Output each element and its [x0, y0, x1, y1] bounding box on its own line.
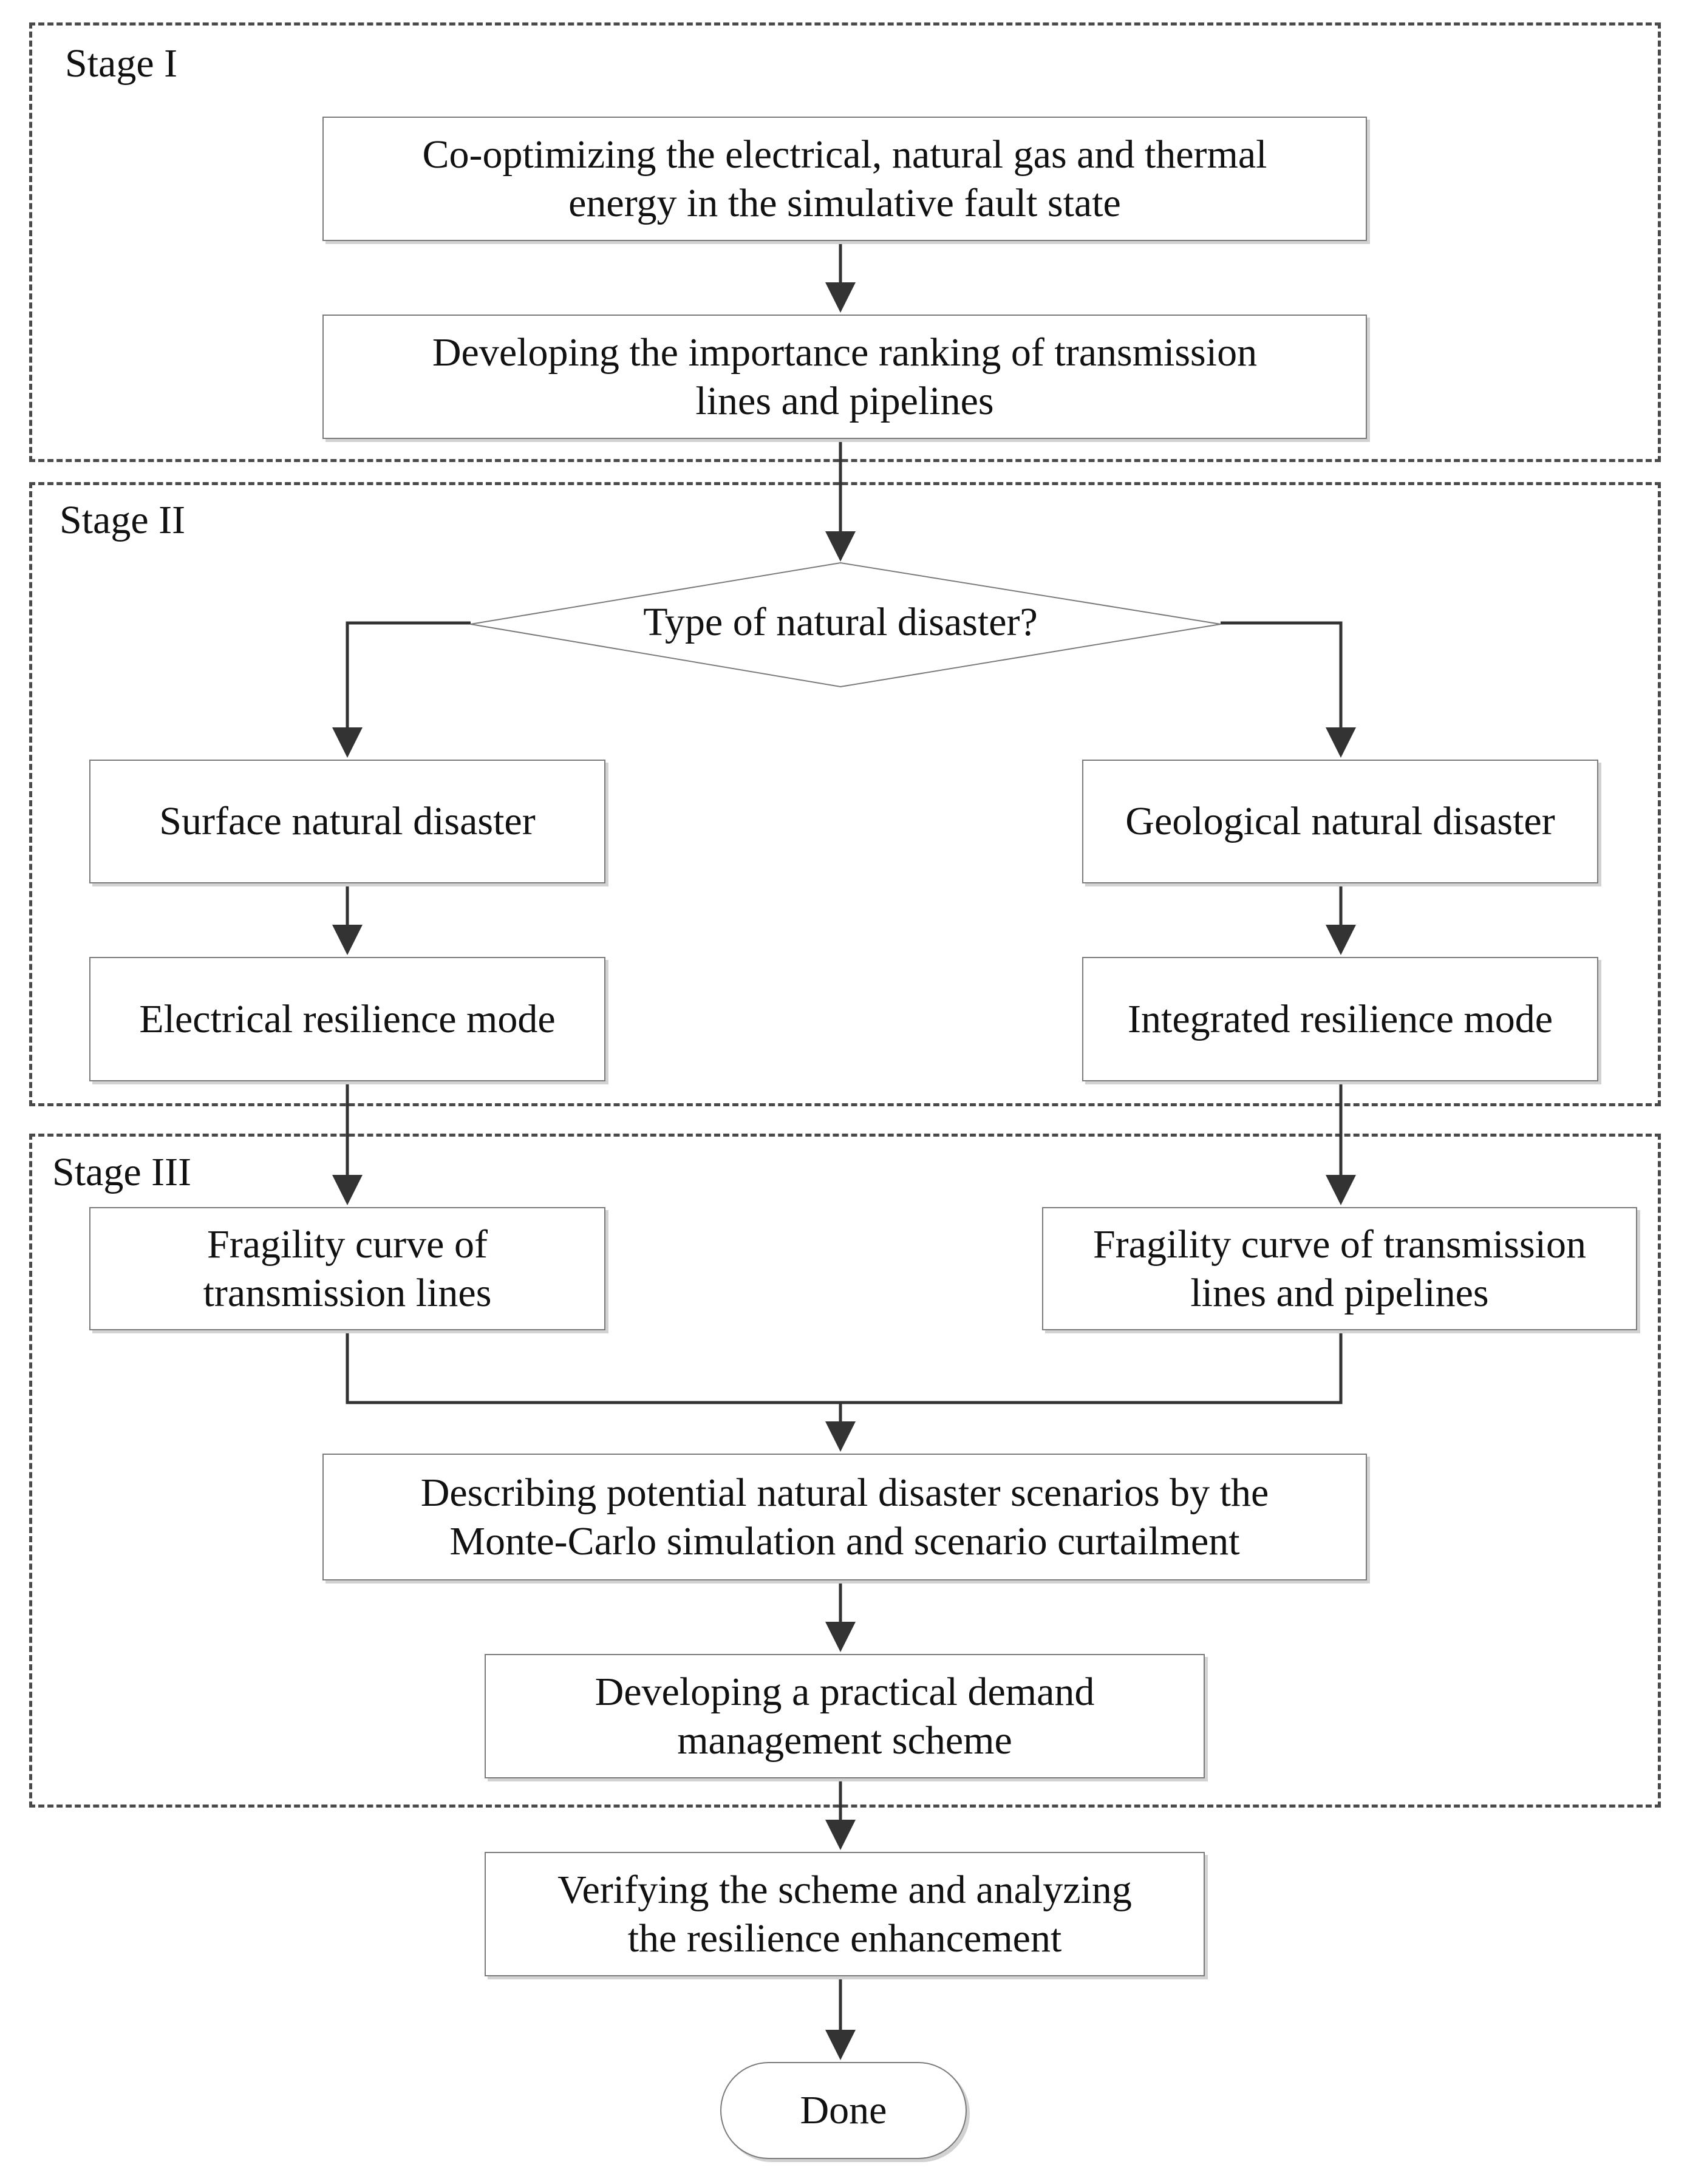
- fragility-lines-step: Fragility curve of transmission lines: [89, 1207, 605, 1330]
- verify-line-2: the resilience enhancement: [627, 1916, 1062, 1961]
- verify-line-1: Verifying the scheme and analyzing: [557, 1868, 1132, 1913]
- stage-2-label: Stage II: [60, 498, 186, 542]
- geological-disaster-step: Geological natural disaster: [1082, 760, 1598, 883]
- fragility-lines-pipelines-step: Fragility curve of transmission lines an…: [1042, 1207, 1637, 1330]
- importance-ranking-step: Developing the importance ranking of tra…: [322, 315, 1367, 439]
- cooptimize-step: Co-optimizing the electrical, natural ga…: [322, 117, 1367, 241]
- fragility-lines-pipelines-line-2: lines and pipelines: [1190, 1270, 1489, 1315]
- scenarios-line-2: Monte-Carlo simulation and scenario curt…: [449, 1519, 1240, 1563]
- arrow-decision-to-surface: [332, 621, 471, 758]
- merge-line-fragility: [346, 1330, 1343, 1404]
- surface-disaster-step: Surface natural disaster: [89, 760, 605, 883]
- fragility-lines-line-1: Fragility curve of: [207, 1222, 488, 1267]
- fragility-lines-pipelines-line-1: Fragility curve of transmission: [1092, 1222, 1587, 1267]
- scenarios-line-1: Describing potential natural disaster sc…: [420, 1471, 1269, 1516]
- stage-1-container: [29, 22, 1661, 462]
- arrow-decision-to-geological: [1221, 621, 1356, 758]
- cooptimize-line-2: energy in the simulative fault state: [568, 180, 1121, 225]
- stage-3-label: Stage III: [52, 1150, 192, 1194]
- stage-1-label: Stage I: [65, 41, 178, 86]
- demand-scheme-line-1: Developing a practical demand: [595, 1670, 1095, 1715]
- stage-2-container: [29, 482, 1661, 1106]
- cooptimize-line-1: Co-optimizing the electrical, natural ga…: [422, 132, 1267, 177]
- done-terminal: Done: [720, 2062, 967, 2159]
- verify-step: Verifying the scheme and analyzing the r…: [485, 1852, 1205, 1976]
- integrated-mode-step: Integrated resilience mode: [1082, 957, 1598, 1081]
- electrical-mode-label: Electrical resilience mode: [139, 996, 556, 1041]
- demand-scheme-line-2: management scheme: [677, 1718, 1012, 1763]
- surface-disaster-label: Surface natural disaster: [159, 799, 536, 844]
- electrical-mode-step: Electrical resilience mode: [89, 957, 605, 1081]
- demand-scheme-step: Developing a practical demand management…: [485, 1654, 1205, 1778]
- geological-disaster-label: Geological natural disaster: [1125, 799, 1555, 844]
- fragility-lines-line-2: transmission lines: [203, 1270, 492, 1315]
- stage-3-container: [29, 1134, 1661, 1808]
- integrated-mode-label: Integrated resilience mode: [1128, 996, 1553, 1041]
- scenarios-step: Describing potential natural disaster sc…: [322, 1454, 1367, 1580]
- done-label: Done: [800, 2088, 887, 2132]
- decision-diamond: [470, 562, 1221, 688]
- importance-ranking-line-1: Developing the importance ranking of tra…: [432, 330, 1258, 375]
- importance-ranking-line-2: lines and pipelines: [695, 378, 994, 423]
- decision-label: Type of natural disaster?: [643, 600, 1038, 644]
